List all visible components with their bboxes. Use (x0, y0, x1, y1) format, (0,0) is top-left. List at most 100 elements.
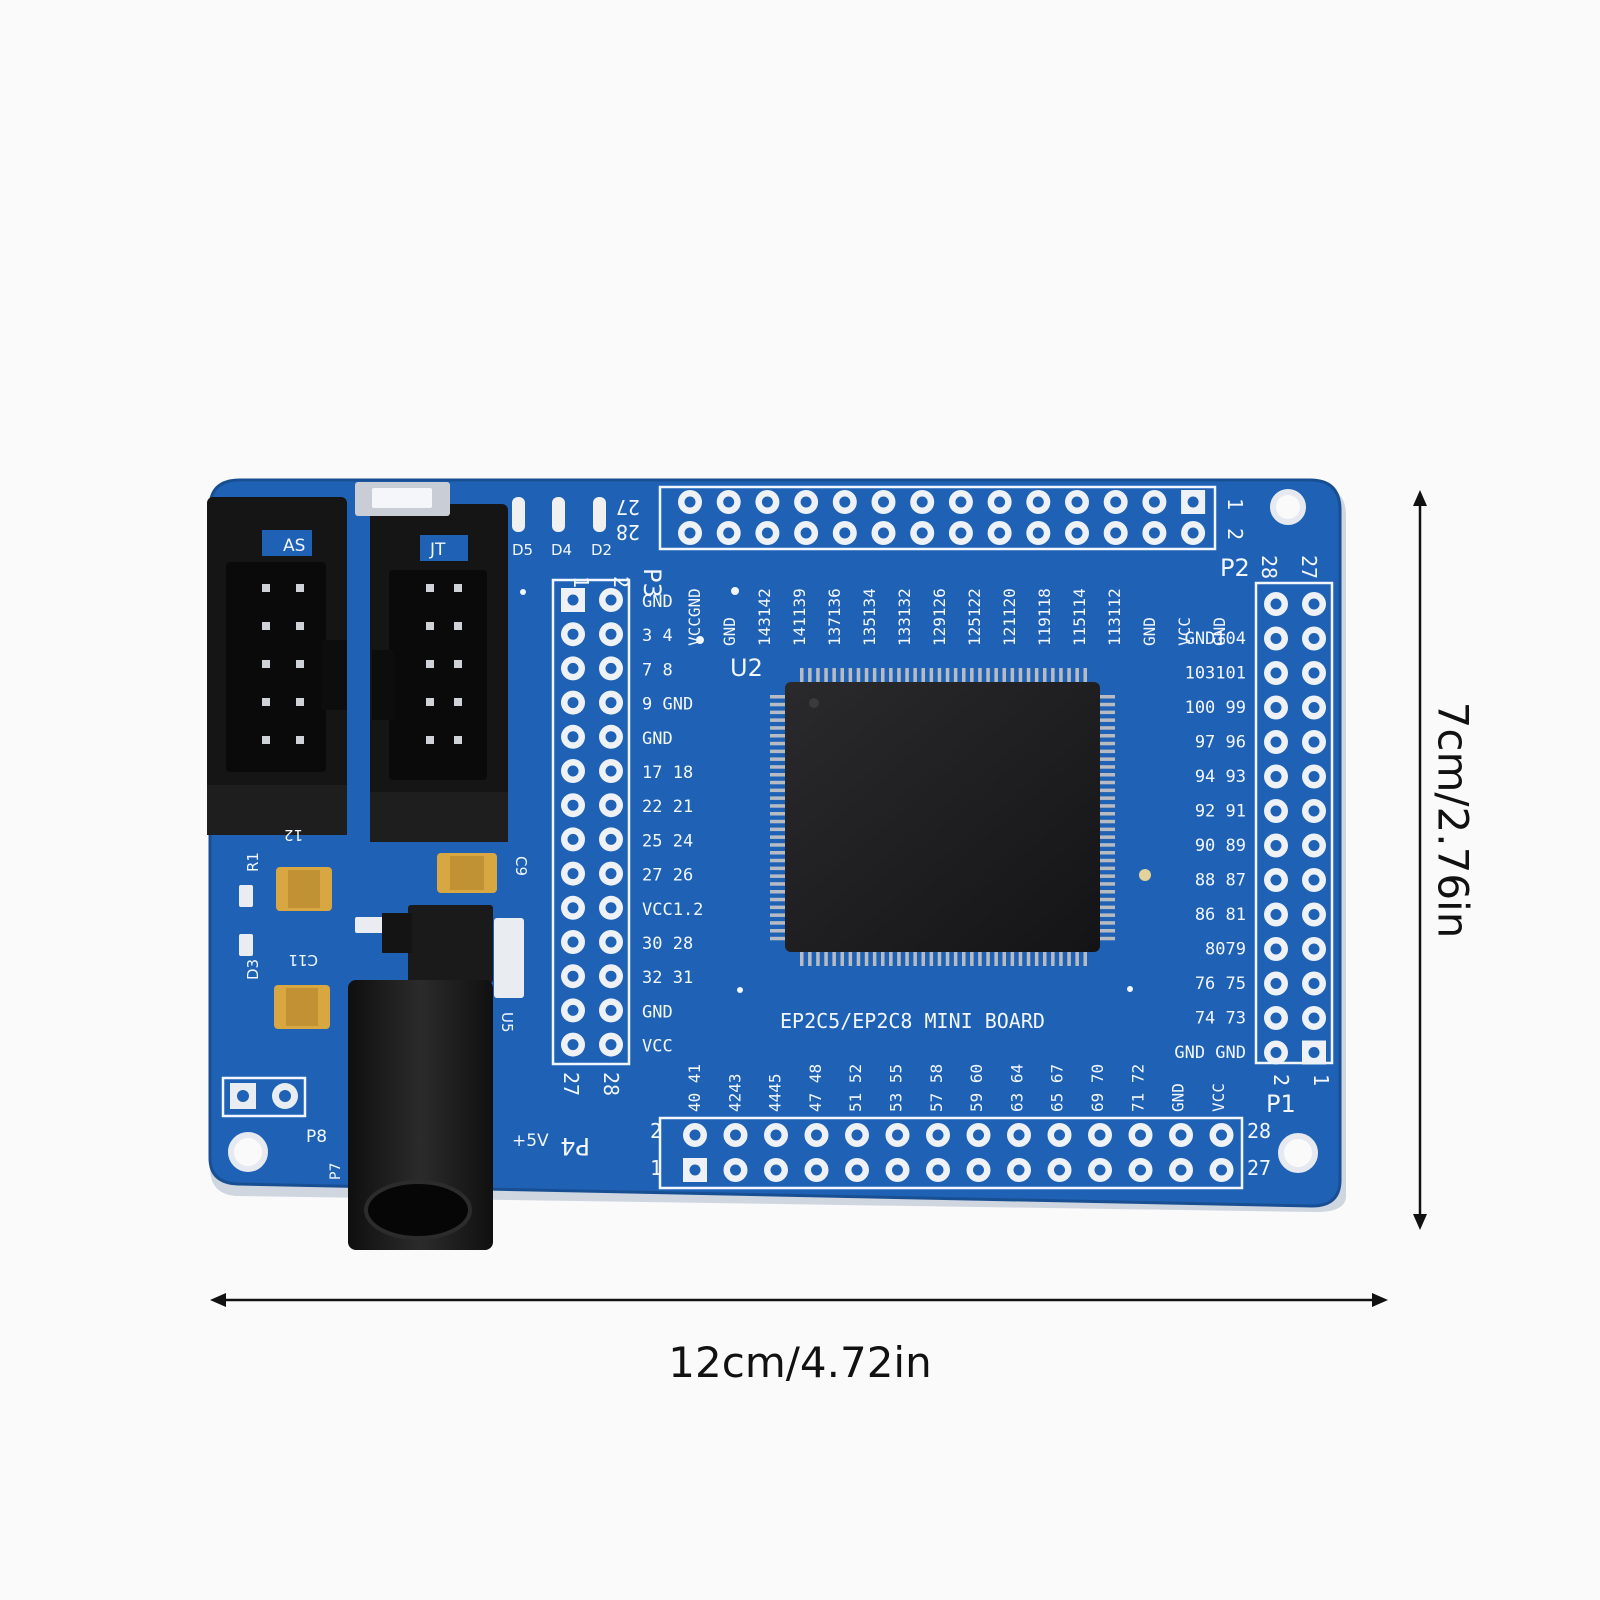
pin-hole (1308, 633, 1320, 644)
c9-label: C9 (512, 856, 530, 876)
chip-leg (770, 710, 786, 715)
pin-hole (567, 628, 579, 640)
jtag-label: JT (429, 540, 446, 560)
pin-hole (1270, 874, 1282, 886)
pin-hole (567, 833, 579, 845)
pin-hole (1270, 1047, 1282, 1058)
idc-pin (262, 584, 270, 592)
top-pin-label: VCCGND (685, 588, 704, 646)
left-pin-label: GND (642, 592, 673, 612)
chip-leg (1026, 668, 1031, 684)
chip-leg (881, 668, 885, 684)
chip-leg (1099, 812, 1115, 816)
chip-leg (1099, 734, 1115, 738)
pin-hole (1135, 1164, 1146, 1176)
d3-label: D3 (244, 959, 262, 980)
width-dimension-label: 12cm/4.72in (668, 1338, 932, 1387)
pin-hole (605, 833, 617, 845)
pin-hole (567, 799, 579, 811)
pin-hole (567, 936, 579, 948)
pin-hole (1270, 909, 1282, 920)
top-pin-label: 113112 (1105, 588, 1124, 646)
chip-leg (770, 788, 786, 793)
chip-leg (889, 668, 893, 684)
rh-num-27: 27 (1297, 555, 1321, 579)
chip-leg (816, 950, 820, 966)
pin-hole (605, 765, 617, 777)
voltage-regulator (382, 905, 493, 983)
chip-leg (770, 718, 786, 722)
d4-label: D4 (551, 541, 572, 559)
pin-hole (851, 1129, 863, 1141)
idc-pin (426, 584, 434, 592)
pin-hole (1175, 1164, 1187, 1176)
pin-hole (761, 496, 773, 508)
chip-pin1-dot (809, 698, 819, 708)
chip-leg (770, 812, 786, 816)
p4-num-27: 27 (559, 1072, 583, 1096)
p1-num-1: 1 (650, 1156, 662, 1180)
chip-leg (770, 858, 786, 863)
pin-hole (1270, 667, 1282, 679)
chip-leg (897, 668, 901, 684)
pin-hole (605, 1004, 617, 1016)
pin-hole (1071, 527, 1083, 539)
p2-label: P2 (1220, 554, 1250, 582)
bottom-pin-label: VCC (1209, 1083, 1228, 1112)
chip-leg (856, 950, 861, 966)
chip-leg (1099, 702, 1115, 707)
mounting-holes (228, 489, 1318, 1173)
chip-leg (945, 950, 950, 966)
p1-num-28: 28 (1247, 1119, 1271, 1143)
chip-leg (770, 936, 786, 941)
chip-leg (1018, 950, 1023, 966)
chip-leg (1099, 851, 1115, 855)
left-pin-label: 3 4 (642, 626, 673, 646)
right-pin-label: 90 89 (1195, 836, 1246, 856)
pin-hole (605, 628, 617, 640)
chip-leg (770, 773, 786, 777)
pin-hole (605, 594, 617, 606)
chip-leg (1099, 882, 1115, 886)
chip-leg (937, 668, 942, 684)
chip-leg (770, 905, 786, 910)
chip-leg (1083, 668, 1087, 684)
p1-label: P1 (1266, 1090, 1296, 1118)
pin-hole (1308, 1012, 1320, 1024)
pin-hole (770, 1129, 782, 1141)
pin-hole (1308, 736, 1320, 748)
chip-leg (1099, 866, 1115, 871)
chip-leg (770, 835, 786, 839)
chip-leg (770, 827, 786, 832)
top-pin-label: 119118 (1035, 588, 1054, 646)
top-pin-label: 141139 (790, 588, 809, 646)
chip-leg (770, 734, 786, 738)
chip-leg (1075, 950, 1079, 966)
p2-num-27: 27 (616, 495, 640, 519)
pin-hole (1216, 1129, 1227, 1141)
pin-hole (1013, 1129, 1025, 1141)
idc-pin (296, 584, 304, 592)
p3-label: P3 (638, 568, 666, 598)
chip-leg (1043, 668, 1047, 684)
header-p3-pins (561, 588, 623, 1057)
chip-leg (770, 897, 786, 902)
chip-leg (1099, 858, 1115, 863)
left-pin-label: 25 24 (642, 831, 693, 851)
chip-leg (1075, 668, 1079, 684)
chip-leg (962, 668, 966, 684)
chip-leg (929, 950, 934, 966)
chip-leg (824, 950, 828, 966)
chip-leg (978, 950, 982, 966)
chip-leg (897, 950, 901, 966)
chip-leg (1099, 921, 1115, 925)
chip-leg (770, 757, 786, 761)
pin-hole (973, 1129, 984, 1141)
pin-hole (1308, 909, 1320, 920)
chip-leg (1026, 950, 1031, 966)
header-right-outline (1254, 581, 1334, 1065)
chip-leg (1099, 726, 1115, 730)
chip-leg (770, 749, 786, 754)
